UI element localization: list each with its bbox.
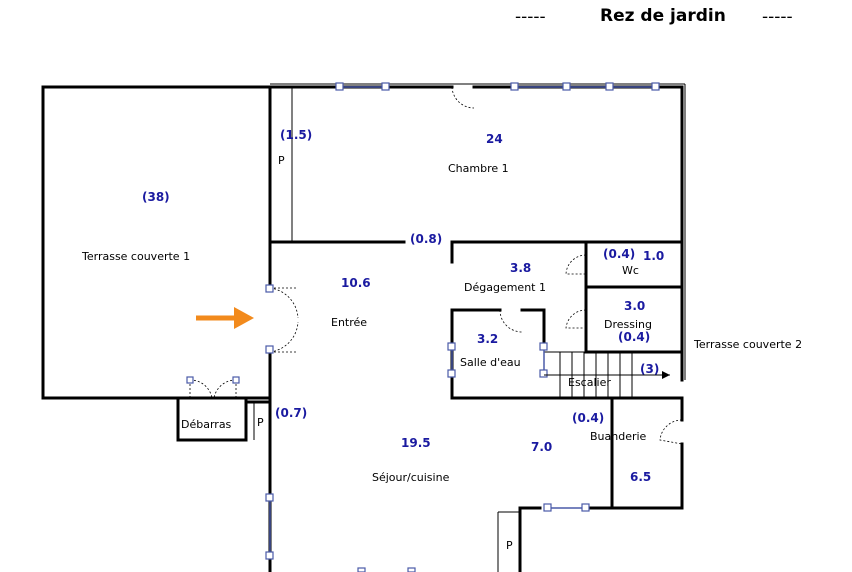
zone7-area: 7.0 bbox=[531, 440, 552, 454]
terrasse1-label: Terrasse couverte 1 bbox=[81, 250, 190, 263]
closet-area: (1.5) bbox=[280, 128, 312, 142]
dressing-area: 3.0 bbox=[624, 299, 645, 313]
chambre1-area: 24 bbox=[486, 132, 503, 146]
sejour-area: 19.5 bbox=[401, 436, 431, 450]
doors bbox=[186, 86, 683, 445]
header-dashes-right: ----- bbox=[762, 7, 793, 27]
terrasse1-area: (38) bbox=[142, 190, 170, 204]
windows bbox=[265, 82, 660, 572]
dressing-area2: (0.4) bbox=[618, 330, 650, 344]
walls bbox=[41, 83, 686, 572]
buanderie-area: (0.4) bbox=[572, 411, 604, 425]
p-small-area: (0.7) bbox=[275, 406, 307, 420]
entrance-arrow-icon bbox=[196, 307, 254, 329]
chambre1-label: Chambre 1 bbox=[448, 162, 509, 175]
sejour-label: Séjour/cuisine bbox=[372, 471, 450, 484]
page-title: Rez de jardin bbox=[600, 6, 726, 26]
degagement-area: 3.8 bbox=[510, 261, 531, 275]
wc-area2: (0.4) bbox=[603, 247, 635, 261]
p-small-label: P bbox=[257, 416, 264, 429]
escalier-label: Escalier bbox=[568, 376, 611, 389]
escalier-area: (3) bbox=[640, 362, 659, 376]
buanderie-label: Buanderie bbox=[590, 430, 647, 443]
entree-area: 10.6 bbox=[341, 276, 371, 290]
closet-label: P bbox=[278, 154, 285, 167]
wc-area: 1.0 bbox=[643, 249, 664, 263]
dressing-label: Dressing bbox=[604, 318, 652, 331]
salle-eau-area: 3.2 bbox=[477, 332, 498, 346]
header-dashes-left: ----- bbox=[515, 7, 546, 27]
terrasse2-label: Terrasse couverte 2 bbox=[693, 338, 802, 351]
debarras-label: Débarras bbox=[181, 418, 232, 431]
corridor-area: (0.8) bbox=[410, 232, 442, 246]
entree-label: Entrée bbox=[331, 316, 367, 329]
staircase bbox=[544, 352, 670, 398]
degagement-label: Dégagement 1 bbox=[464, 281, 546, 294]
wc-label: Wc bbox=[622, 264, 639, 277]
zone65-area: 6.5 bbox=[630, 470, 651, 484]
salle-eau-label: Salle d'eau bbox=[460, 356, 521, 369]
p-bottom-label: P bbox=[506, 539, 513, 552]
